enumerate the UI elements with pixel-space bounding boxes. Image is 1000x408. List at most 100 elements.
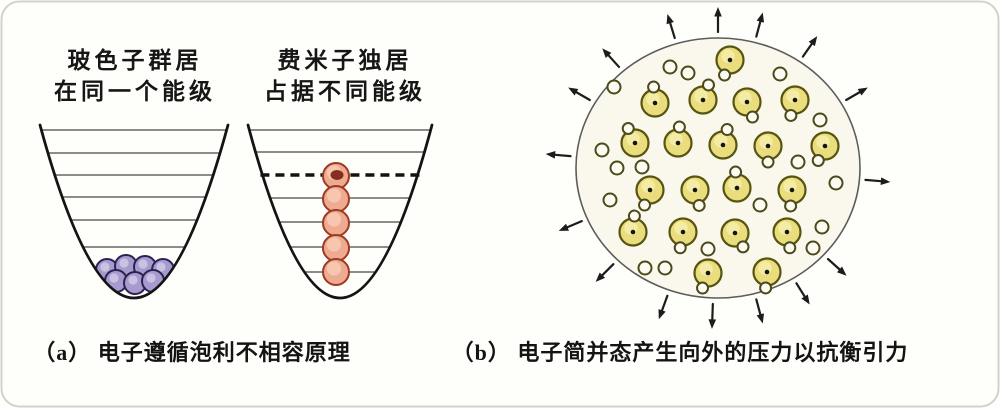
boson-ball-highlight	[119, 258, 129, 268]
satellite-particle	[736, 240, 750, 254]
pressure-arrow-shaft	[668, 20, 676, 40]
pressure-arrow	[545, 151, 572, 159]
pressure-arrow-shaft	[845, 90, 862, 102]
satellite-particle	[759, 281, 773, 295]
electron-center-dot	[680, 229, 686, 235]
pressure-arrow-head	[666, 14, 674, 25]
small-particle	[828, 175, 844, 191]
pressure-arrow-head	[595, 272, 606, 282]
pressure-arrow	[801, 36, 818, 58]
pressure-arrow	[595, 263, 615, 282]
fermion-title-line1: 费米子独居	[278, 48, 413, 73]
pressure-arrow-head	[808, 36, 818, 47]
electron-center-dot	[744, 99, 750, 105]
panel-a-pauli-exclusion: 玻色子群居 在同一个能级 费米子独居 占据不同能级 （a） 电子遵循泡利不相容原…	[33, 47, 434, 365]
electron-center-dot	[632, 140, 638, 146]
pressure-arrow-head	[545, 151, 556, 159]
potential-well-curve	[38, 123, 230, 300]
pressure-arrow	[714, 7, 722, 34]
electron-center-dot	[764, 269, 770, 275]
electron-center-dot	[734, 185, 740, 191]
pressure-arrow-head	[708, 319, 717, 329]
pressure-arrow-head	[836, 266, 847, 276]
pressure-arrow-head	[568, 87, 579, 96]
small-particle	[790, 154, 806, 170]
pressure-arrow-head	[756, 12, 764, 23]
satellite-particle	[729, 165, 743, 179]
electron-center-dot	[675, 140, 681, 146]
electron-center-dot	[822, 143, 828, 149]
pressure-arrow-head	[756, 313, 764, 324]
satellite-particle	[701, 78, 715, 92]
boson-ball-highlight	[128, 275, 138, 285]
satellite-particle	[692, 198, 706, 212]
pressure-arrow	[826, 257, 847, 276]
pressure-arrow-shaft	[552, 153, 572, 158]
pressure-arrow	[666, 14, 676, 40]
pressure-arrow-shaft	[600, 263, 615, 278]
satellite-particle	[720, 123, 734, 137]
pressure-arrow-head	[602, 48, 612, 58]
pressure-arrow-head	[658, 309, 666, 320]
pressure-arrow-shaft	[711, 302, 714, 323]
pressure-arrow	[795, 282, 810, 305]
satellite-particle	[647, 80, 661, 94]
electron-center-dot	[784, 229, 790, 235]
electron-center-dot	[630, 229, 636, 235]
caption-b: （b） 电子简并态产生向外的压力以抗衡引力	[452, 340, 909, 365]
small-particle	[637, 260, 653, 276]
small-particle	[634, 159, 650, 175]
pressure-arrow-shaft	[660, 294, 669, 313]
pressure-arrow-shaft	[795, 282, 807, 299]
satellite-particle	[672, 120, 686, 134]
potential-well-curve	[246, 123, 434, 300]
boson-ball-highlight	[146, 273, 156, 283]
pressure-arrow-shaft	[864, 178, 884, 183]
panel-b-degeneracy-pressure: （b） 电子简并态产生向外的压力以抗衡引力	[452, 7, 909, 365]
fermion-title-line2: 占据不同能级	[264, 78, 426, 104]
boson-ball-highlight	[138, 259, 148, 269]
pressure-arrow-head	[801, 294, 810, 305]
boson-potential-well	[38, 123, 230, 300]
boson-ball-highlight	[156, 262, 166, 272]
small-particle	[662, 59, 678, 75]
satellite-particle	[745, 110, 759, 124]
electron-center-dot	[789, 187, 795, 193]
pressure-arrow	[708, 302, 717, 329]
pressure-arrow	[602, 48, 621, 69]
pressure-arrow	[568, 87, 591, 102]
pressure-arrow	[658, 294, 669, 320]
small-particle	[606, 79, 622, 95]
small-particle	[805, 240, 821, 256]
electron-center-dot	[727, 57, 733, 63]
small-particle	[602, 192, 618, 208]
small-particle	[657, 260, 673, 276]
pressure-arrow	[864, 177, 891, 185]
small-particle	[594, 142, 610, 158]
fermion-ball-highlight	[326, 188, 342, 203]
pressure-arrow-shaft	[826, 257, 842, 272]
small-particle	[814, 219, 830, 235]
satellite-particle	[784, 199, 798, 213]
electron-center-dot	[792, 97, 798, 103]
electron-center-dot	[692, 187, 698, 193]
pressure-arrow-head	[558, 223, 569, 231]
fermion-top-ball-core	[330, 170, 344, 180]
pressure-arrow-head	[714, 7, 722, 17]
electron-center-dot	[647, 187, 653, 193]
pressure-arrow-shaft	[801, 41, 814, 58]
pressure-arrow-shaft	[565, 220, 583, 229]
electron-center-dot	[732, 230, 738, 236]
boson-ball-highlight	[100, 262, 110, 272]
electron-center-dot	[705, 270, 711, 276]
fermion-ball-highlight	[326, 237, 342, 252]
small-particle	[609, 160, 625, 176]
pressure-arrow-head	[880, 177, 891, 185]
satellite-particle	[621, 121, 635, 135]
satellite-particle	[638, 198, 652, 212]
electron-center-dot	[720, 142, 726, 148]
electron-center-dot	[700, 97, 706, 103]
small-particle	[812, 112, 828, 128]
